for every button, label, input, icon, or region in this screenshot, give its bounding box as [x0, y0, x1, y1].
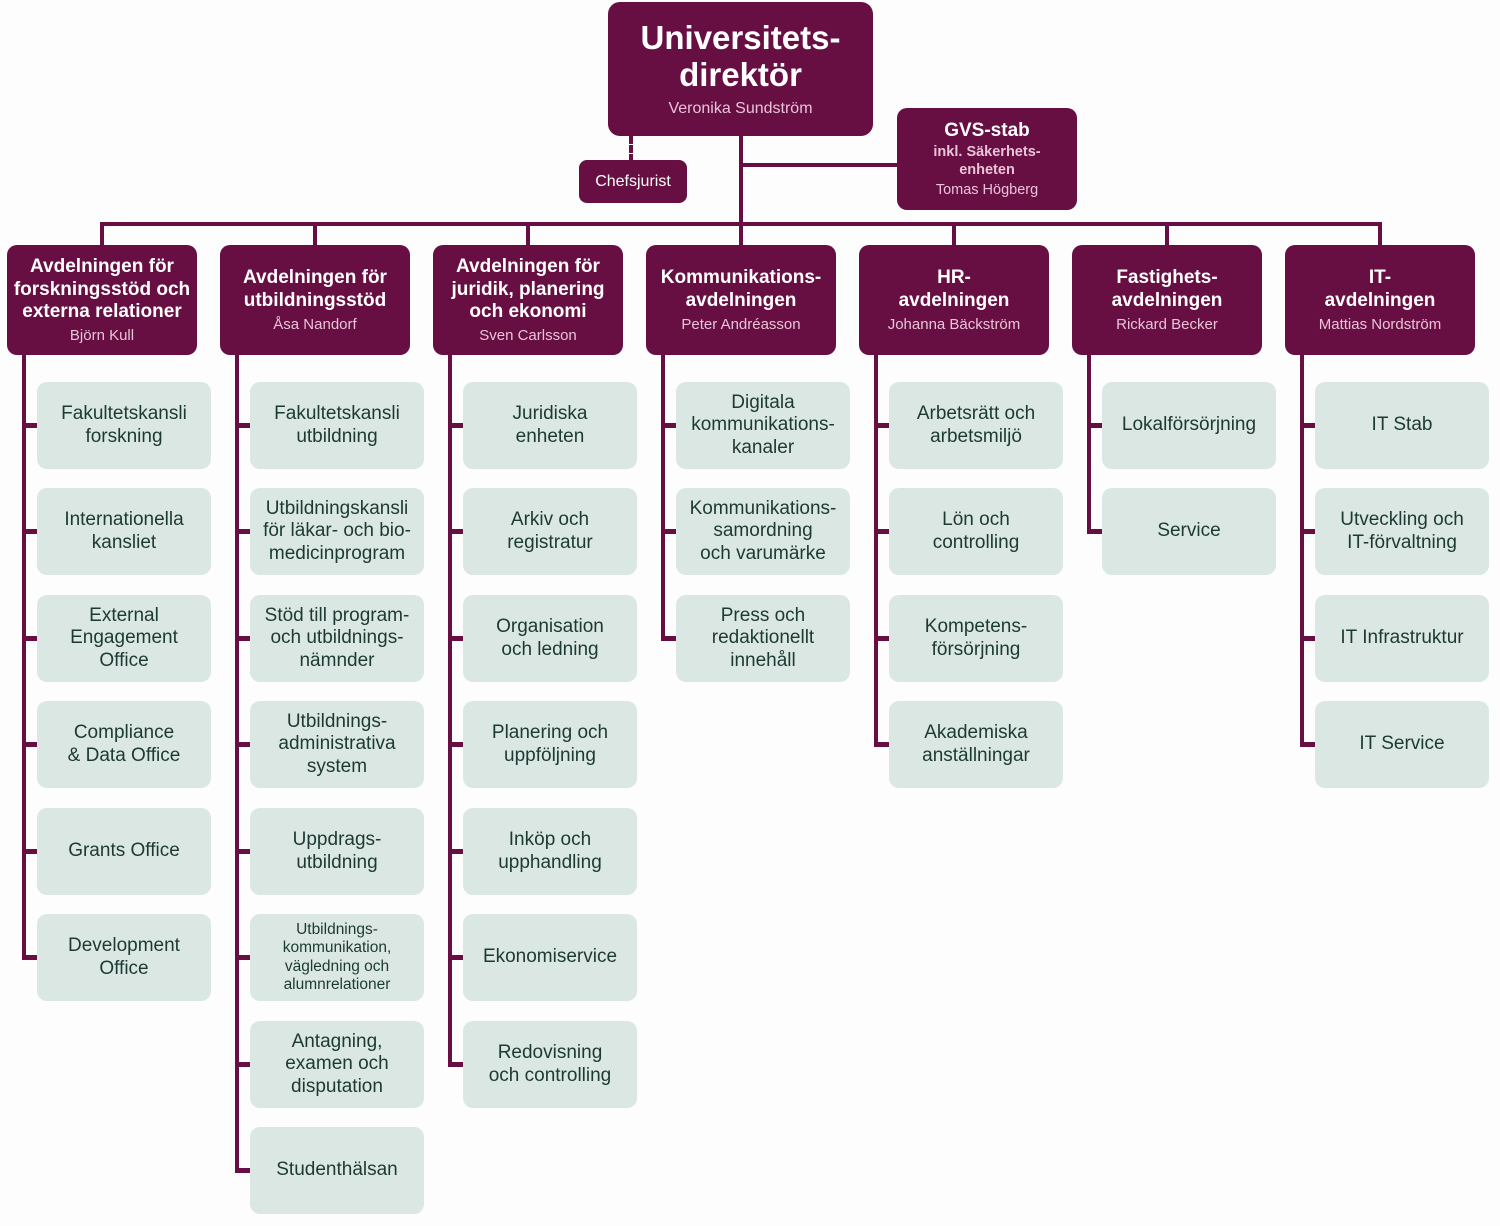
node-unit: Compliance & Data Office: [22, 701, 211, 788]
rail-col1: [22, 355, 26, 959]
node-dept-fastighet: Fastighets- avdelningen Rickard Becker: [1072, 245, 1262, 355]
node-unit: Digitala kommunikations- kanaler: [661, 382, 850, 469]
rail-col5: [874, 355, 878, 746]
node-dept-kommunikation: Kommunikations- avdelningen Peter Andréa…: [646, 245, 836, 355]
dept-head-name: Åsa Nandorf: [273, 315, 357, 333]
node-unit: Ekonomiservice: [448, 914, 637, 1001]
node-unit: Internationella kansliet: [22, 488, 211, 575]
connector-dashed-chefsjurist: [629, 136, 633, 162]
node-dept-forskningsstod: Avdelningen för forskningsstöd och exter…: [7, 245, 197, 355]
node-dept-utbildningsstod: Avdelningen för utbildningsstöd Åsa Nand…: [220, 245, 410, 355]
node-unit: Studenthälsan: [235, 1127, 424, 1214]
connector-drop-col4: [739, 222, 743, 245]
node-unit: Inköp och upphandling: [448, 808, 637, 895]
chefsjurist-label: Chefsjurist: [595, 172, 671, 190]
node-unit: Utbildnings- kommunikation, vägledning o…: [235, 914, 424, 1001]
node-unit: Utbildnings- administrativa system: [235, 701, 424, 788]
node-unit: Akademiska anställningar: [874, 701, 1063, 788]
connector-drop-col5: [952, 222, 956, 245]
dept-head-name: Peter Andréasson: [681, 315, 801, 333]
node-unit: Kommunikations- samordning och varumärke: [661, 488, 850, 575]
connector-drop-col2: [313, 222, 317, 245]
node-unit: Juridiska enheten: [448, 382, 637, 469]
node-unit: Planering och uppföljning: [448, 701, 637, 788]
connector-drop-col6: [1165, 222, 1169, 245]
gvs-stab-subtitle: inkl. Säkerhets- enheten: [933, 144, 1041, 178]
node-unit: Fakultetskansli utbildning: [235, 382, 424, 469]
node-unit: IT Service: [1300, 701, 1489, 788]
node-unit: IT Stab: [1300, 382, 1489, 469]
node-unit: Stöd till program- och utbildnings- nämn…: [235, 595, 424, 682]
dept-head-name: Mattias Nordström: [1318, 315, 1442, 333]
node-unit: Arkiv och registratur: [448, 488, 637, 575]
dept-head-name: Rickard Becker: [1116, 315, 1218, 333]
node-unit: Lokalförsörjning: [1087, 382, 1276, 469]
dept-head-name: Johanna Bäckström: [887, 315, 1021, 333]
node-chefsjurist: Chefsjurist: [579, 160, 687, 203]
node-unit: Organisation och ledning: [448, 595, 637, 682]
gvs-stab-title: GVS-stab: [944, 120, 1030, 142]
node-unit: Utveckling och IT-förvaltning: [1300, 488, 1489, 575]
node-unit: Press och redaktionellt innehåll: [661, 595, 850, 682]
node-unit: Lön och controlling: [874, 488, 1063, 575]
dept-title: IT- avdelningen: [1324, 267, 1436, 311]
rail-col7: [1300, 355, 1304, 746]
dept-title: Avdelningen för juridik, planering och e…: [451, 255, 605, 323]
root-name: Veronika Sundström: [668, 99, 813, 117]
node-dept-it: IT- avdelningen Mattias Nordström: [1285, 245, 1475, 355]
connector-trunk: [739, 136, 743, 245]
node-unit: Uppdrags- utbildning: [235, 808, 424, 895]
node-dept-hr: HR- avdelningen Johanna Bäckström: [859, 245, 1049, 355]
node-unit: Fakultetskansli forskning: [22, 382, 211, 469]
node-unit: External Engagement Office: [22, 595, 211, 682]
node-unit: Service: [1087, 488, 1276, 575]
dept-title: Avdelningen för forskningsstöd och exter…: [13, 255, 191, 323]
dept-title: Avdelningen för utbildningsstöd: [243, 267, 387, 311]
rail-col2: [235, 355, 239, 1172]
rail-col6: [1087, 355, 1091, 533]
dept-title: Fastighets- avdelningen: [1111, 267, 1223, 311]
node-unit: Redovisning och controlling: [448, 1021, 637, 1108]
node-unit: Arbetsrätt och arbetsmiljö: [874, 382, 1063, 469]
gvs-stab-name: Tomas Högberg: [935, 181, 1039, 198]
dept-title: Kommunikations- avdelningen: [660, 267, 822, 311]
node-unit: Grants Office: [22, 808, 211, 895]
node-unit: IT Infrastruktur: [1300, 595, 1489, 682]
dept-title: HR- avdelningen: [898, 267, 1010, 311]
connector-drop-col1: [100, 222, 104, 245]
node-dept-juridik-planering-ekonomi: Avdelningen för juridik, planering och e…: [433, 245, 623, 355]
node-unit: Development Office: [22, 914, 211, 1001]
dept-head-name: Björn Kull: [69, 327, 135, 345]
dept-head-name: Sven Carlsson: [479, 327, 577, 345]
rail-col4: [661, 355, 665, 640]
connector-drop-col7: [1378, 222, 1382, 245]
connector-gvs-stab: [741, 163, 899, 167]
node-unit: Kompetens- försörjning: [874, 595, 1063, 682]
node-unit: Utbildningskansli för läkar- och bio- me…: [235, 488, 424, 575]
connector-drop-col3: [526, 222, 530, 245]
node-unit: Antagning, examen och disputation: [235, 1021, 424, 1108]
node-gvs-stab: GVS-stab inkl. Säkerhets- enheten Tomas …: [897, 108, 1077, 210]
root-title: Universitets- direktör: [640, 19, 841, 93]
rail-col3: [448, 355, 452, 1066]
node-universitetsdirektor: Universitets- direktör Veronika Sundströ…: [608, 2, 873, 136]
